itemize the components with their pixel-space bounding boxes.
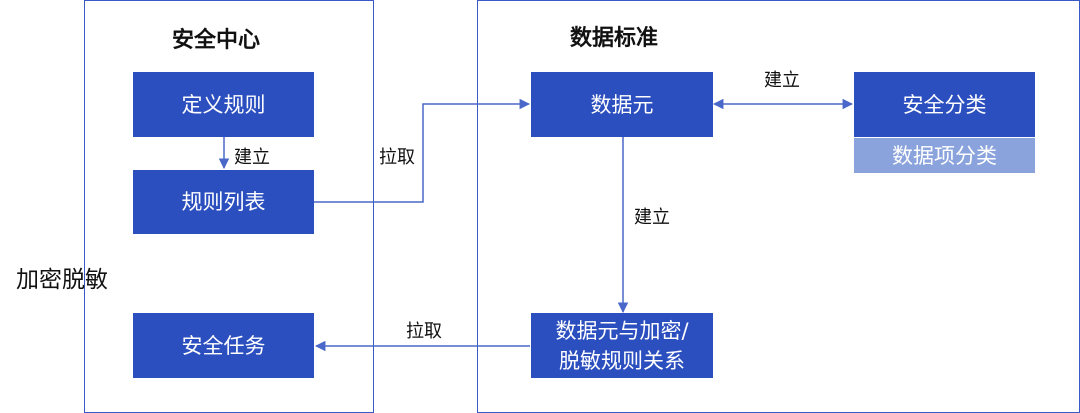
- relation-line-1: 数据元与加密/: [555, 318, 689, 343]
- data-standard-title: 数据标准: [570, 26, 659, 51]
- encryption-desensitization-label: 加密脱敏: [16, 267, 108, 293]
- data-element-box: 数据元: [531, 72, 713, 137]
- data-item-classification-box: 数据项分类: [854, 138, 1035, 173]
- arrow-list-to-element: [314, 98, 531, 203]
- edge-label-element-to-classification: 建立: [764, 70, 800, 91]
- security-classification-box: 安全分类: [854, 72, 1035, 137]
- edge-label-relation-to-task: 拉取: [406, 321, 442, 342]
- rule-list-box: 规则列表: [133, 170, 314, 234]
- security-center-title: 安全中心: [172, 28, 261, 53]
- edge-label-list-to-element: 拉取: [379, 147, 415, 168]
- security-task-box: 安全任务: [133, 313, 314, 378]
- edge-label-element-to-relation: 建立: [634, 207, 670, 228]
- define-rules-box: 定义规则: [133, 72, 314, 137]
- edge-label-define-to-list: 建立: [234, 147, 270, 168]
- relation-line-2: 脱敏规则关系: [559, 348, 685, 373]
- relation-box: 数据元与加密/ 脱敏规则关系: [531, 313, 713, 378]
